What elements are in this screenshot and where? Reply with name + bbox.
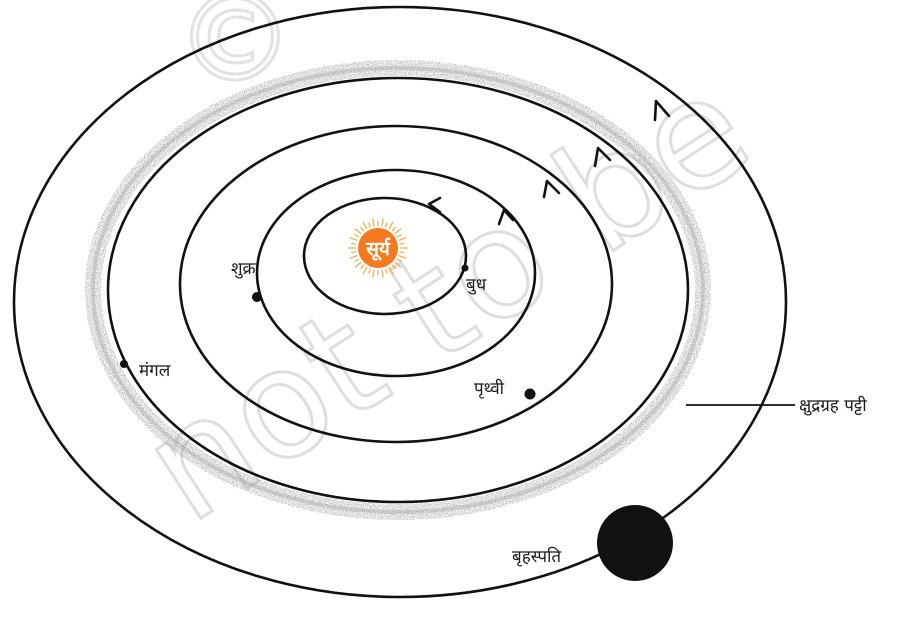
sun-label: सूर्य xyxy=(365,237,391,261)
planet-venus xyxy=(252,292,262,302)
planet-mercury xyxy=(461,264,469,272)
sun-ray xyxy=(399,242,405,245)
sun-ray xyxy=(394,228,402,235)
sun-ray xyxy=(396,233,402,238)
planet-jupiter xyxy=(597,505,673,581)
sun-ray xyxy=(372,269,375,278)
sun: सूर्य xyxy=(348,218,408,278)
venus-label: शुक्र xyxy=(231,259,257,279)
arrow-mercury xyxy=(427,196,442,214)
sun-ray xyxy=(388,266,394,275)
sun-ray xyxy=(399,251,405,254)
sun-ray xyxy=(351,251,357,254)
sun-ray xyxy=(349,237,358,242)
asteroid-belt-core xyxy=(91,66,705,514)
sun-ray xyxy=(391,264,396,270)
sun-ray xyxy=(362,221,368,230)
sun-ray xyxy=(360,226,365,232)
sun-ray xyxy=(360,264,365,270)
sun-ray xyxy=(354,228,362,235)
planet-earth xyxy=(524,388,536,400)
sun-ray xyxy=(354,233,360,238)
sun-ray xyxy=(351,242,357,245)
orbit-jupiter xyxy=(12,5,788,599)
sun-ray xyxy=(381,269,384,278)
sun-ray xyxy=(398,237,407,242)
sun-ray xyxy=(396,258,402,263)
mercury-label: बुध xyxy=(466,275,487,295)
sun-ray xyxy=(384,222,388,228)
orbit-earth xyxy=(178,124,614,444)
arrow-venus xyxy=(497,208,515,226)
earth-label: पृथ्वी xyxy=(474,378,505,399)
jupiter-label: बृहस्पति xyxy=(512,546,561,567)
sun-ray xyxy=(381,218,384,227)
sun-ray xyxy=(354,258,360,263)
sun-ray xyxy=(394,261,402,268)
asteroid-belt xyxy=(85,60,711,520)
orbit-mercury xyxy=(302,196,468,316)
sun-ray xyxy=(354,261,362,268)
planet-mars xyxy=(120,360,128,368)
arrow-mars xyxy=(593,146,612,168)
orbit-mars xyxy=(106,76,690,504)
mars-label: मंगल xyxy=(139,361,171,381)
sun-ray xyxy=(368,222,372,228)
arrow-earth xyxy=(542,179,561,199)
orbit-venus xyxy=(255,168,537,378)
sun-core xyxy=(358,228,398,268)
sun-ray xyxy=(391,226,396,232)
sun-ray xyxy=(398,254,407,259)
sun-ray xyxy=(362,266,368,275)
sun-ray xyxy=(384,268,388,274)
sun-ray xyxy=(372,218,375,227)
sun-ray xyxy=(388,221,394,230)
sun-ray xyxy=(368,268,372,274)
arrow-jupiter xyxy=(653,99,671,122)
asteroid-belt-label: क्षुद्रग्रह पट्टी xyxy=(799,395,867,416)
sun-ray xyxy=(349,254,358,259)
